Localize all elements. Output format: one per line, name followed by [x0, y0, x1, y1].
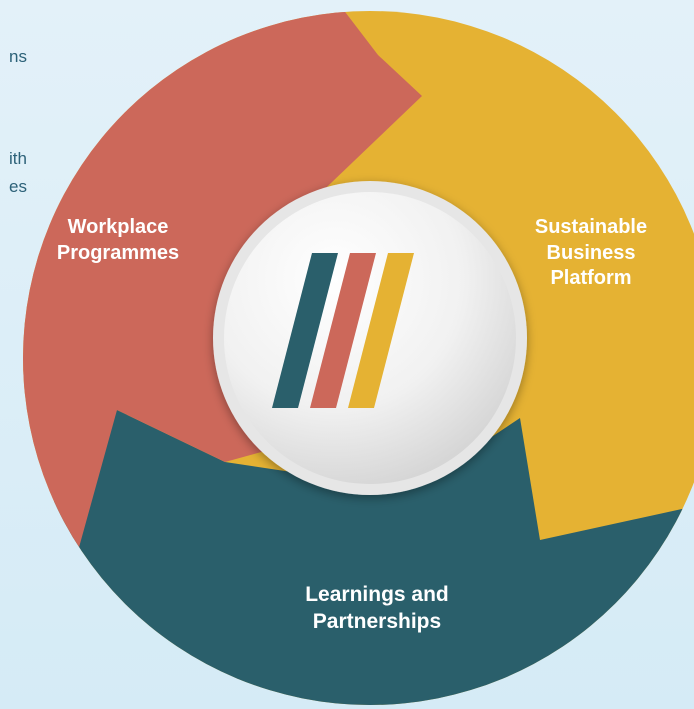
label-sustainable-line-1: Sustainable: [534, 216, 648, 238]
background-text-line-3: es: [9, 177, 27, 196]
segment-workplace-programmes: [23, 11, 422, 640]
logo-stripe-teal: [272, 253, 338, 408]
three-diagonal-stripes-logo: [272, 253, 414, 408]
segment-learnings-and-partnerships: [23, 410, 694, 705]
logo-stripe-yellow: [348, 253, 414, 408]
background-text-line-1: ns: [9, 47, 27, 66]
label-learnings-and-partnerships: Learnings and Partnerships: [267, 582, 487, 636]
label-workplace-line-2: Programmes: [56, 241, 180, 264]
label-sustainable-line-3: Platform: [550, 267, 632, 290]
label-sustainable-business-platform: Sustainable Business Platform: [506, 215, 676, 292]
label-workplace-line-1: Workplace: [67, 216, 169, 238]
label-sustainable-line-2: Business: [546, 241, 636, 264]
label-learnings-line-2: Partnerships: [312, 609, 442, 633]
label-workplace-programmes: Workplace Programmes: [28, 215, 208, 266]
label-learnings-line-1: Learnings and: [305, 583, 449, 606]
background-text-line-2: ith: [9, 149, 27, 168]
logo-stripe-coral: [310, 253, 376, 408]
